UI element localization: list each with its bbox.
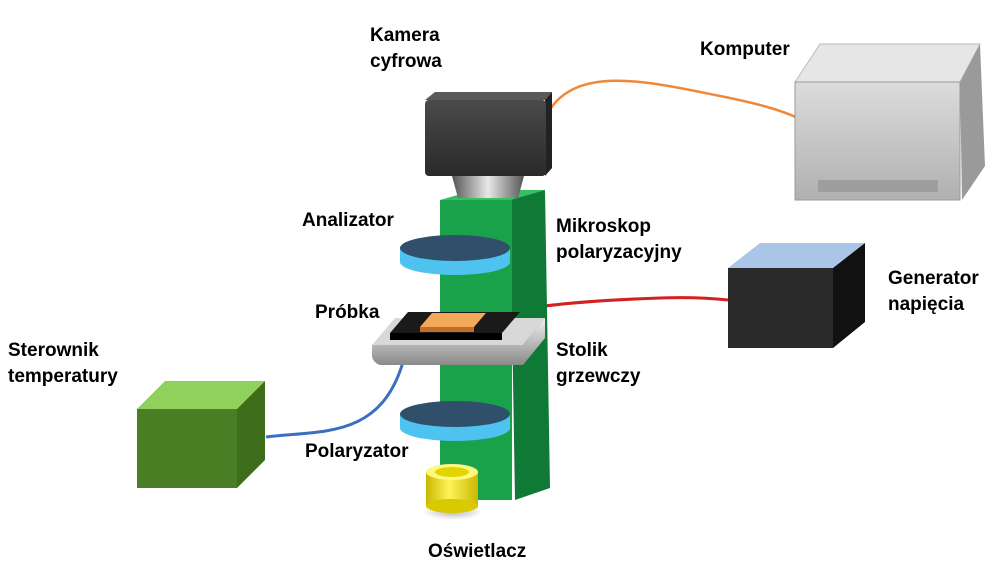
polarizer-label: Polaryzator (305, 441, 409, 462)
computer-icon (794, 43, 985, 201)
heating-stage-label: Stolik grzewczy (556, 338, 640, 390)
camera-label-line-2: cyfrowa (370, 51, 442, 72)
illuminator-label: Oświetlacz (428, 541, 527, 562)
generator-label: Generator napięcia (888, 266, 979, 318)
microscope-label-line-2: polaryzacyjny (556, 242, 682, 263)
generator-label-line-1: Generator (888, 268, 979, 289)
camera-label-line-1: Kamera (370, 25, 440, 46)
digital-camera-icon (425, 92, 552, 198)
camera-label: Kamera cyfrowa (370, 23, 442, 75)
illuminator-icon (423, 464, 483, 520)
sample-icon (420, 313, 486, 332)
temp-controller-label-line-1: Sterownik (8, 340, 99, 361)
stage-controller-cable (265, 361, 405, 439)
heating-stage-label-line-2: grzewczy (556, 366, 641, 387)
microscope-label-line-1: Mikroskop (556, 216, 652, 237)
analyzer-disc-icon (400, 235, 510, 275)
generator-label-line-2: napięcia (888, 294, 965, 315)
sample-label: Próbka (315, 302, 380, 323)
camera-computer-cable (538, 79, 799, 133)
computer-label: Komputer (700, 39, 790, 60)
microscope-label: Mikroskop polaryzacyjny (556, 214, 682, 266)
analyzer-label: Analizator (302, 210, 394, 231)
voltage-generator-icon (728, 243, 865, 348)
temp-controller-label-line-2: temperatury (8, 366, 118, 387)
temp-controller-label: Sterownik temperatury (8, 338, 118, 390)
heating-stage-label-line-1: Stolik (556, 340, 608, 361)
temperature-controller-icon (137, 381, 265, 488)
polarizer-disc-icon (400, 401, 510, 441)
